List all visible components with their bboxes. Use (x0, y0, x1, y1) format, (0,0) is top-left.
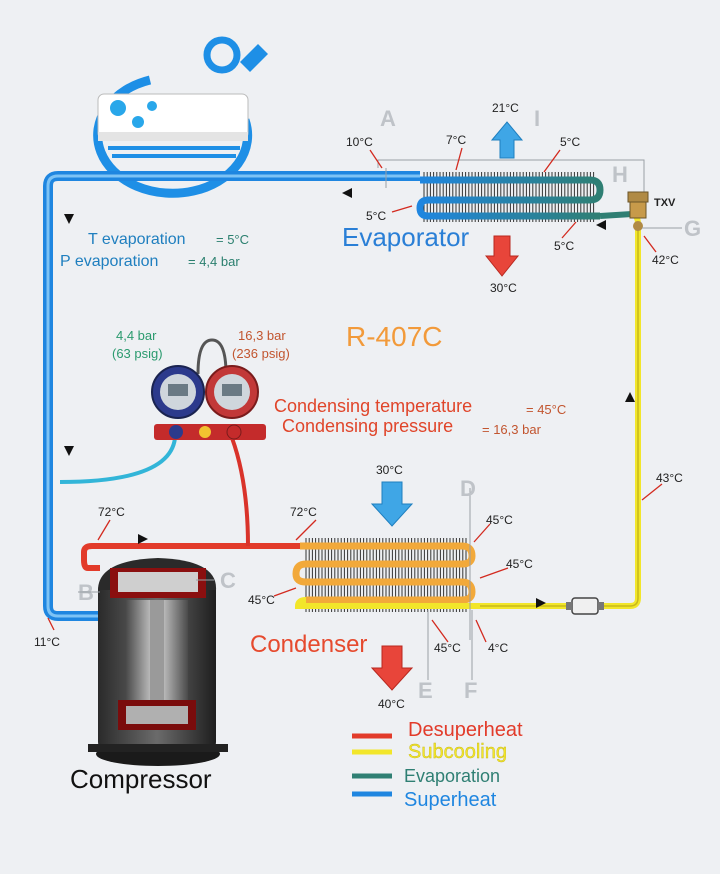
point-label-f: F (464, 678, 477, 703)
condenser-air-in-arrow-icon (370, 481, 414, 527)
temp-discharge: 72°C (98, 505, 125, 519)
gauge-manifold-icon (151, 338, 266, 440)
evaporator-air-in-arrow-icon (484, 235, 520, 277)
temp-cond-air-out: 40°C (378, 697, 405, 711)
temp-evap-i: 5°C (560, 135, 580, 149)
point-label-g: G (684, 216, 701, 241)
condensing-temperature-value: = 45°C (526, 402, 566, 417)
high-gauge-bar: 16,3 bar (238, 328, 286, 343)
air-conditioner-logo-icon (93, 36, 268, 198)
temp-evap-mid: 7°C (446, 133, 466, 147)
t-evaporation-value: = 5°C (216, 232, 249, 247)
compressor-title: Compressor (70, 764, 212, 794)
legend-evaporation: Evaporation (404, 766, 500, 786)
condenser-air-out-arrow-icon (370, 645, 414, 691)
p-evaporation-value: = 4,4 bar (188, 254, 240, 269)
condenser-coil (292, 538, 480, 612)
low-gauge-bar: 4,4 bar (116, 328, 157, 343)
temp-evap-air-in: 30°C (490, 281, 517, 295)
temp-suction: 11°C (34, 635, 60, 649)
point-label-a: A (380, 106, 396, 131)
point-label-h: H (612, 162, 628, 187)
legend-superheat: Superheat (404, 789, 497, 811)
temp-cond-left: 45°C (248, 593, 275, 607)
temp-cond-air-in: 30°C (376, 463, 403, 477)
condensing-pressure-value: = 16,3 bar (482, 422, 542, 437)
temp-cond-f: 4°C (488, 641, 508, 655)
p-evaporation-label: P evaporation (60, 253, 158, 270)
point-label-d: D (460, 476, 476, 501)
pointer-arrows (47, 147, 663, 643)
point-label-i: I (534, 106, 540, 131)
evaporator-title: Evaporator (342, 222, 470, 252)
txv-valve-icon (627, 191, 649, 231)
condensing-pressure-label: Condensing pressure (282, 416, 453, 436)
low-gauge-psig: (63 psig) (112, 346, 163, 361)
flow-arrow-icon (64, 188, 635, 608)
low-side-hose (59, 437, 177, 484)
high-side-hose (230, 437, 250, 547)
legend-swatches (352, 733, 392, 797)
refrigerant-label: R-407C (346, 321, 442, 352)
temp-evap-right: 5°C (554, 239, 574, 253)
temp-evap-left: 5°C (366, 209, 386, 223)
discharge-line (81, 543, 300, 571)
temp-cond-in: 72°C (290, 505, 317, 519)
point-label-e: E (418, 678, 433, 703)
temp-cond-e: 45°C (434, 641, 461, 655)
txv-label: TXV (654, 197, 676, 209)
legend-subcooling: Subcooling (408, 741, 507, 763)
temp-liquid-line: 43°C (656, 471, 683, 485)
filter-drier-icon (566, 597, 604, 615)
legend-desuperheat: Desuperheat (408, 719, 523, 741)
t-evaporation-label: T evaporation (88, 231, 186, 248)
point-label-c: C (220, 568, 236, 593)
compressor-icon (88, 558, 228, 766)
high-gauge-psig: (236 psig) (232, 346, 290, 361)
evaporator-air-out-arrow-icon (490, 121, 524, 159)
temp-evap-out: 10°C (346, 135, 373, 149)
condensing-temperature-label: Condensing temperature (274, 396, 472, 416)
evaporator-coil (416, 172, 633, 222)
temp-evap-air-out: 21°C (492, 101, 519, 115)
condenser-title: Condenser (250, 631, 367, 658)
temp-cond-right: 45°C (506, 557, 533, 571)
temp-cond-d: 45°C (486, 513, 513, 527)
temp-txv-in: 42°C (652, 253, 679, 267)
